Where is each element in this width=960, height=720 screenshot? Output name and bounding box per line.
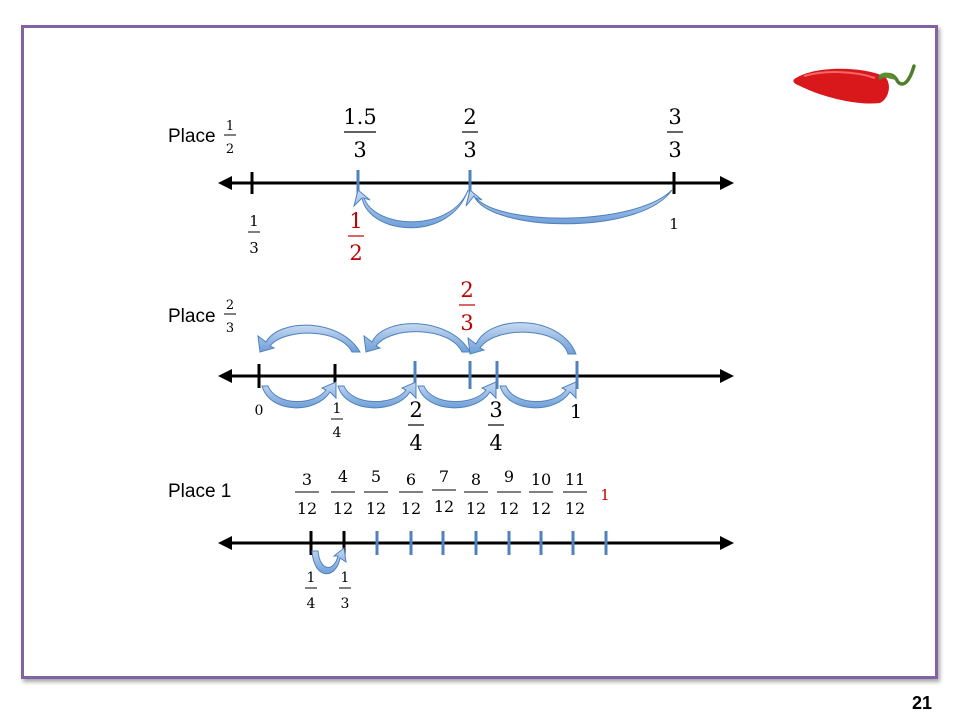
row-2-jump-arrow bbox=[417, 381, 497, 409]
svg-text:3: 3 bbox=[489, 398, 502, 422]
row-3-jump-arrow bbox=[311, 547, 347, 575]
row-2: Place 2 3 2 3 0 bbox=[168, 278, 734, 455]
row-2-jump-arrow bbox=[337, 381, 417, 409]
row-1-prompt: Place bbox=[168, 126, 216, 147]
svg-text:2: 2 bbox=[460, 278, 473, 302]
svg-text:6: 6 bbox=[406, 470, 416, 489]
svg-text:3: 3 bbox=[302, 470, 312, 489]
svg-text:12: 12 bbox=[531, 499, 551, 518]
row-3-label: 1 4 bbox=[305, 570, 317, 612]
row-1-label: 3 3 bbox=[667, 105, 683, 162]
page-number: 21 bbox=[911, 693, 932, 713]
row-3-label: 8 12 bbox=[464, 470, 488, 518]
row-3-label: 3 12 bbox=[295, 470, 319, 518]
row-2-jump-arrow bbox=[261, 381, 337, 409]
svg-text:12: 12 bbox=[434, 497, 454, 516]
row-2-prompt-fraction: 2 3 bbox=[224, 298, 236, 336]
row-3-label: 11 12 bbox=[563, 470, 587, 518]
svg-text:3: 3 bbox=[463, 138, 476, 162]
row-3-label: 9 12 bbox=[497, 467, 521, 518]
row-2-jump-arrow bbox=[257, 324, 361, 353]
chili-pepper-icon bbox=[793, 64, 916, 104]
row-3-label: 5 12 bbox=[364, 467, 388, 518]
svg-text:4: 4 bbox=[409, 431, 422, 455]
row-2-jump-arrow bbox=[499, 381, 577, 409]
svg-text:12: 12 bbox=[466, 499, 486, 518]
row-1-jump-arrow bbox=[465, 189, 673, 225]
row-1-number-line bbox=[218, 176, 734, 190]
svg-text:12: 12 bbox=[401, 499, 421, 518]
svg-text:1: 1 bbox=[333, 401, 342, 417]
svg-text:7: 7 bbox=[439, 467, 449, 486]
svg-text:8: 8 bbox=[471, 470, 481, 489]
row-1-label: 1 bbox=[669, 215, 679, 233]
svg-text:1: 1 bbox=[349, 209, 362, 233]
row-3-label: 4 12 bbox=[331, 467, 355, 518]
svg-text:3: 3 bbox=[341, 596, 350, 612]
svg-text:1: 1 bbox=[341, 570, 350, 586]
row-1-prompt-fraction: 1 2 bbox=[224, 119, 236, 157]
slide-frame bbox=[21, 25, 938, 679]
row-3-label: 10 12 bbox=[529, 470, 553, 518]
svg-text:11: 11 bbox=[565, 470, 585, 489]
svg-text:12: 12 bbox=[333, 499, 353, 518]
row-2-prompt: Place bbox=[168, 306, 216, 327]
svg-text:12: 12 bbox=[366, 499, 386, 518]
row-2-label: 2 4 bbox=[408, 398, 424, 455]
svg-text:12: 12 bbox=[499, 499, 519, 518]
row-2-jump-arrow bbox=[363, 323, 471, 353]
svg-text:10: 10 bbox=[531, 470, 551, 489]
svg-text:4: 4 bbox=[307, 596, 316, 612]
row-2-label: 0 bbox=[255, 403, 264, 419]
row-3-label: 7 12 bbox=[432, 467, 456, 516]
row-2-label: 2 3 bbox=[459, 278, 475, 335]
row-3-label: 1 3 bbox=[339, 570, 351, 612]
svg-text:4: 4 bbox=[333, 425, 342, 441]
svg-text:3: 3 bbox=[460, 311, 473, 335]
svg-text:2: 2 bbox=[226, 298, 234, 313]
row-2-label: 1 4 bbox=[331, 401, 343, 441]
row-2-label: 1 bbox=[570, 401, 582, 423]
row-2-number-line bbox=[218, 369, 734, 383]
svg-text:5: 5 bbox=[371, 467, 381, 486]
row-1-label: 1.5 3 bbox=[343, 105, 376, 162]
row-3: Place 1 3 12 4 12 5 12 bbox=[168, 467, 734, 612]
svg-text:2: 2 bbox=[226, 142, 234, 157]
svg-text:4: 4 bbox=[338, 467, 348, 486]
svg-text:12: 12 bbox=[297, 499, 317, 518]
svg-text:1: 1 bbox=[249, 212, 259, 230]
row-1-label: 1 3 bbox=[248, 212, 260, 257]
row-1-label: 2 3 bbox=[462, 105, 478, 162]
row-1: Place 1 2 1.5 3 2 3 3 bbox=[168, 105, 734, 265]
svg-text:1: 1 bbox=[307, 570, 316, 586]
svg-text:4: 4 bbox=[489, 431, 502, 455]
row-3-label: 1 bbox=[600, 486, 610, 504]
row-1-label: 1 2 bbox=[348, 209, 364, 265]
row-3-label: 6 12 bbox=[399, 470, 423, 518]
svg-text:2: 2 bbox=[463, 105, 476, 129]
svg-text:9: 9 bbox=[504, 467, 514, 486]
row-2-jump-arrow bbox=[467, 322, 577, 355]
row-3-prompt: Place 1 bbox=[168, 481, 231, 502]
row-1-jump-arrow bbox=[353, 189, 469, 229]
svg-text:3: 3 bbox=[226, 321, 234, 336]
svg-text:2: 2 bbox=[349, 241, 362, 265]
svg-text:3: 3 bbox=[668, 138, 681, 162]
svg-text:2: 2 bbox=[409, 398, 422, 422]
row-2-label: 3 4 bbox=[488, 398, 504, 455]
svg-text:3: 3 bbox=[353, 138, 366, 162]
svg-text:3: 3 bbox=[668, 105, 681, 129]
svg-text:1: 1 bbox=[226, 119, 234, 134]
svg-text:12: 12 bbox=[565, 499, 585, 518]
svg-text:1.5: 1.5 bbox=[343, 105, 376, 129]
svg-text:3: 3 bbox=[249, 239, 259, 257]
